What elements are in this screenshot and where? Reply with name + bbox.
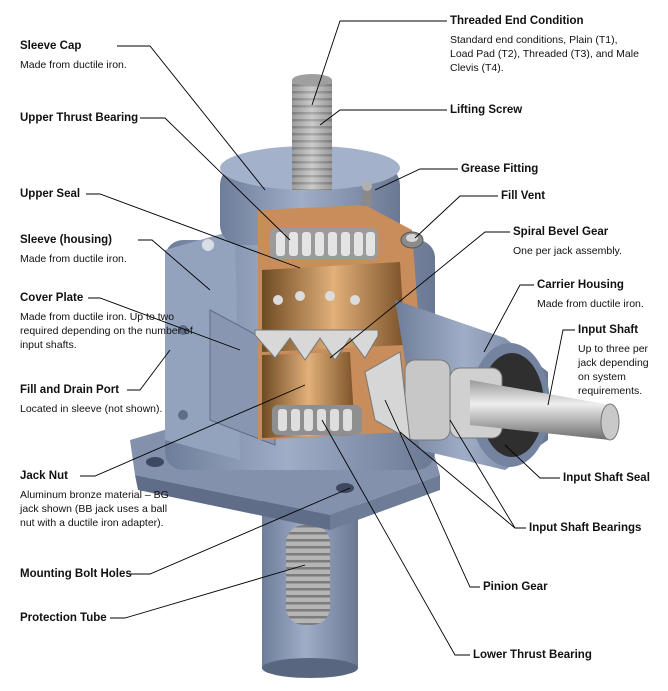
leader-lifting-screw [319,109,447,126]
label-input-shaft: Input Shaft Up to three per jack dependi… [578,323,662,398]
leader-bearings-2 [449,419,526,529]
label-grease-fitting: Grease Fitting [461,162,538,177]
label-title: Upper Thrust Bearing [20,112,139,124]
label-description: One per jack assembly. [513,245,622,257]
label-fill-vent: Fill Vent [501,189,545,204]
label-spiral-bevel-gear: Spiral Bevel Gear One per jack assembly. [513,225,653,258]
leader-upper-thrust [140,117,291,241]
label-title: Fill Vent [501,190,546,202]
label-description: Aluminum bronze material – BG jack shown… [20,489,169,529]
label-lifting-screw: Lifting Screw [450,103,522,118]
label-title: Cover Plate [20,292,84,304]
label-jack-nut: Jack Nut Aluminum bronze material – BG j… [20,469,180,530]
leader-jack-nut [80,384,306,477]
leader-carrier-housing [483,284,534,353]
input-shaft-shape [470,380,620,441]
leader-input-shaft [547,329,575,406]
label-title: Mounting Bolt Holes [20,568,132,580]
label-mounting-bolt-holes: Mounting Bolt Holes [20,567,132,582]
label-title: Lifting Screw [450,104,523,116]
label-description: Made from ductile iron. [20,253,127,265]
grease-fitting-shape [362,181,372,206]
leader-grease-fitting [374,168,458,191]
label-description: Located in sleeve (not shown). [20,403,163,415]
label-title: Sleeve Cap [20,40,82,52]
leader-pinion-gear [384,399,480,588]
label-description: Up to three per jack depending on system… [578,343,649,397]
leader-sleeve-cap [117,45,266,191]
leader-sleeve-housing [138,239,211,291]
label-title: Upper Seal [20,188,81,200]
label-description: Made from ductile iron. Up to two requir… [20,311,193,351]
label-title: Jack Nut [20,470,68,482]
label-fill-and-drain-port: Fill and Drain Port Located in sleeve (n… [20,383,200,416]
leader-input-shaft-seal [504,444,560,479]
leader-upper-seal [86,193,301,269]
label-title: Lower Thrust Bearing [473,649,592,661]
label-title: Input Shaft [578,324,639,336]
label-title: Pinion Gear [483,581,548,593]
protection-tube-shape [262,500,358,678]
label-title: Fill and Drain Port [20,384,120,396]
leader-spiral-bevel-gear [329,231,510,359]
leader-threaded-end [311,20,447,106]
label-title: Protection Tube [20,612,107,624]
label-carrier-housing: Carrier Housing Made from ductile iron. [537,278,662,311]
leader-protection-tube [110,564,306,619]
leader-fill-vent [414,195,498,239]
label-title: Grease Fitting [461,163,539,175]
label-title: Spiral Bevel Gear [513,226,609,238]
label-description: Made from ductile iron. [20,59,127,71]
label-sleeve-housing: Sleeve (housing) Made from ductile iron. [20,233,160,266]
label-lower-thrust-bearing: Lower Thrust Bearing [473,648,592,663]
leader-mounting-bolt [130,487,351,575]
label-upper-seal: Upper Seal [20,187,80,202]
label-pinion-gear: Pinion Gear [483,580,548,595]
leader-lines [80,20,575,656]
leader-fill-drain [127,349,171,391]
label-upper-thrust-bearing: Upper Thrust Bearing [20,111,138,126]
label-protection-tube: Protection Tube [20,611,107,626]
label-title: Input Shaft Bearings [529,522,642,534]
label-input-shaft-bearings: Input Shaft Bearings [529,521,641,536]
label-title: Carrier Housing [537,279,624,291]
label-description: Made from ductile iron. [537,298,644,310]
fill-vent-shape [400,231,424,249]
label-title: Threaded End Condition [450,15,584,27]
leader-cover-plate [88,297,241,351]
label-input-shaft-seal: Input Shaft Seal [563,471,650,486]
label-threaded-end-condition: Threaded End Condition Standard end cond… [450,14,640,75]
label-description: Standard end conditions, Plain (T1), Loa… [450,34,639,74]
lifting-screw-shape [292,74,332,190]
label-sleeve-cap: Sleeve Cap Made from ductile iron. [20,39,160,72]
leader-lower-thrust [321,419,470,656]
label-title: Input Shaft Seal [563,472,650,484]
label-title: Sleeve (housing) [20,234,113,246]
label-cover-plate: Cover Plate Made from ductile iron. Up t… [20,291,200,352]
